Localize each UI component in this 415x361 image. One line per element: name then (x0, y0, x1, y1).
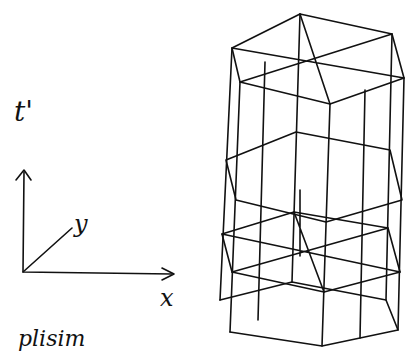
x-arrowhead (162, 268, 174, 280)
middle-layer (226, 132, 402, 222)
top-face (232, 14, 404, 104)
axis-label: t' (14, 98, 33, 126)
lower-layer (222, 212, 400, 292)
lower-grid (222, 190, 400, 292)
axis-label: x (160, 286, 174, 310)
axis-label: y (74, 212, 88, 236)
axis-lines (23, 172, 172, 274)
handwritten-note: plisim (18, 328, 85, 350)
vertical-edges (220, 14, 404, 346)
top-face-grid (232, 14, 404, 104)
vertical-grid (258, 62, 365, 338)
y-axis-line (23, 228, 72, 272)
t-arrowhead (16, 170, 31, 180)
bottom-face (220, 282, 398, 346)
